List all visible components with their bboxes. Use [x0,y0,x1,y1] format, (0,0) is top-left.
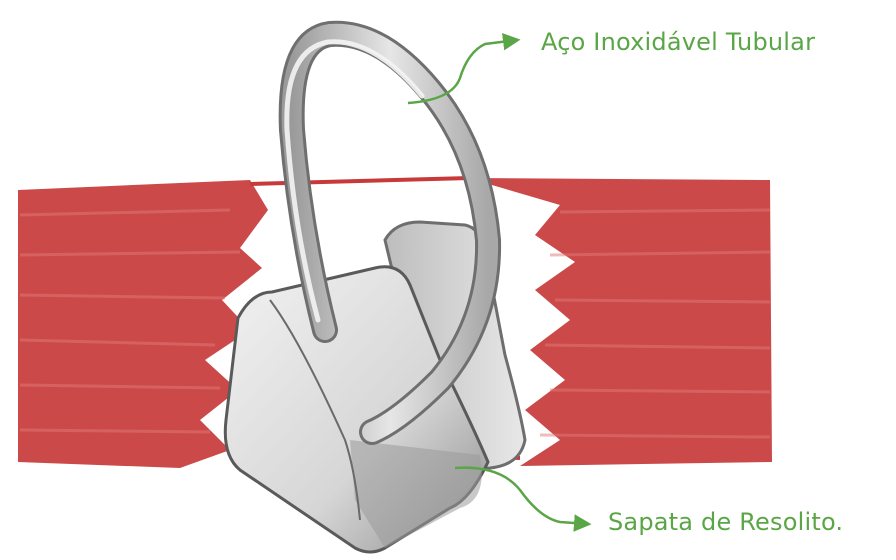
red-band-top-line [250,178,470,184]
tube-material-label: Aço Inoxidável Tubular [541,28,815,56]
shoe-material-label: Sapata de Resolito. [608,508,843,536]
